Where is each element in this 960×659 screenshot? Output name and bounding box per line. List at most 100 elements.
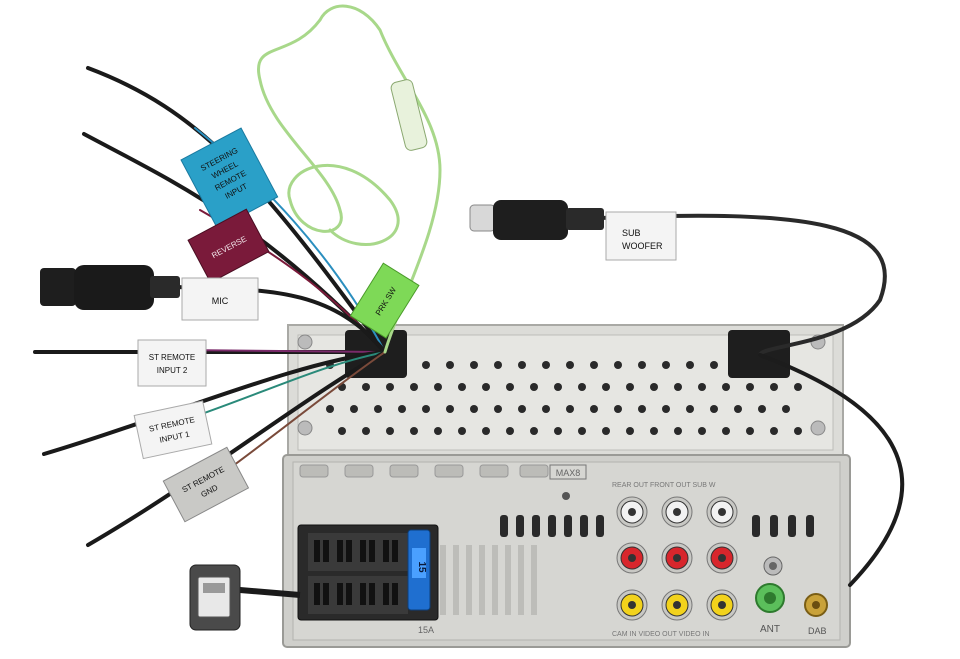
- iso-pin: [392, 583, 398, 605]
- vent-hole: [326, 405, 334, 413]
- vent-hole: [794, 427, 802, 435]
- rca-bottom-marking: CAM IN VIDEO OUT VIDEO IN: [612, 631, 710, 638]
- vent-hole: [482, 427, 490, 435]
- vent-hole: [602, 383, 610, 391]
- ant-label: ANT: [760, 624, 780, 635]
- rca-jack[interactable]: [706, 496, 738, 528]
- mic-label: MIC: [212, 296, 229, 306]
- panel-rib: [479, 545, 485, 615]
- panel-slot: [580, 515, 588, 537]
- panel-rib: [492, 545, 498, 615]
- prk-sw-tag: PRK SW: [349, 262, 420, 339]
- panel-rib: [453, 545, 459, 615]
- vent-hole: [590, 361, 598, 369]
- vent-hole: [602, 427, 610, 435]
- vent-hole: [410, 383, 418, 391]
- rca-jack[interactable]: [616, 542, 648, 574]
- iso-pin: [314, 583, 320, 605]
- vent-hole: [374, 405, 382, 413]
- panel-rib: [518, 545, 524, 615]
- iso-pin: [323, 583, 329, 605]
- vent-hole: [698, 427, 706, 435]
- vent-hole: [698, 383, 706, 391]
- vent-hole: [422, 405, 430, 413]
- usb-cable: [239, 587, 301, 598]
- sub-woofer-label-2: WOOFER: [622, 241, 663, 251]
- rca-jack[interactable]: [706, 542, 738, 574]
- vent-hole: [710, 405, 718, 413]
- vent-hole: [638, 405, 646, 413]
- reverse-tag: REVERSE: [187, 208, 270, 284]
- vent-hole: [662, 361, 670, 369]
- st-remote-gnd-tag: ST REMOTE GND: [162, 446, 250, 523]
- vent-hole: [674, 427, 682, 435]
- vent-hole: [398, 405, 406, 413]
- vent-hole: [770, 427, 778, 435]
- iso-pin: [346, 583, 352, 605]
- rca-jack[interactable]: [661, 542, 693, 574]
- vent-hole: [434, 383, 442, 391]
- panel-slot: [389, 464, 419, 478]
- panel-slot: [344, 464, 374, 478]
- vent-hole: [362, 383, 370, 391]
- reset-hole: [562, 492, 570, 500]
- iso-pin: [360, 583, 366, 605]
- rca-jack[interactable]: [616, 589, 648, 621]
- usb-connector[interactable]: [189, 564, 241, 631]
- fuse-rating: 15A: [418, 625, 434, 635]
- inline-fuse-holder: [390, 79, 428, 151]
- iso-pin: [360, 540, 366, 562]
- vent-hole: [722, 427, 730, 435]
- iso-pin: [314, 540, 320, 562]
- vent-hole: [590, 405, 598, 413]
- rca-jack[interactable]: [706, 589, 738, 621]
- st-remote-input-1-tag: ST REMOTE INPUT 1: [133, 400, 213, 460]
- panel-slot: [788, 515, 796, 537]
- model-marking: MAX8: [556, 468, 581, 478]
- iso-pin: [369, 583, 375, 605]
- rca-jacks: [616, 496, 738, 621]
- dab-connector[interactable]: [804, 593, 828, 617]
- panel-slot: [516, 515, 524, 537]
- st-remote-input-2-tag: ST REMOTE INPUT 2: [137, 339, 207, 387]
- iso-pin: [346, 540, 352, 562]
- rca-jack[interactable]: [616, 496, 648, 528]
- vent-hole: [674, 383, 682, 391]
- vent-hole: [530, 383, 538, 391]
- vent-hole: [614, 361, 622, 369]
- iso-pin: [337, 540, 343, 562]
- vent-hole: [794, 383, 802, 391]
- vent-hole: [710, 361, 718, 369]
- panel-slot: [299, 464, 329, 478]
- vent-hole: [542, 405, 550, 413]
- iso-pin: [337, 583, 343, 605]
- iso-pin: [392, 540, 398, 562]
- vent-hole: [458, 427, 466, 435]
- mic-jack[interactable]: [40, 265, 180, 310]
- model-marking-box: [549, 464, 587, 480]
- vent-hole: [686, 405, 694, 413]
- vent-hole: [494, 361, 502, 369]
- steering-remote-tag: STEERING WHEEL REMOTE INPUT: [180, 127, 279, 230]
- vent-hole: [734, 405, 742, 413]
- vent-hole: [494, 405, 502, 413]
- fuse: 15: [407, 529, 431, 611]
- vent-hole: [434, 427, 442, 435]
- vent-hole: [482, 383, 490, 391]
- iso-pins: [314, 540, 398, 605]
- vent-hole: [782, 405, 790, 413]
- vent-hole: [446, 405, 454, 413]
- vent-hole: [578, 427, 586, 435]
- rca-jack[interactable]: [661, 589, 693, 621]
- vent-hole: [422, 361, 430, 369]
- vent-hole: [746, 427, 754, 435]
- vent-hole: [758, 405, 766, 413]
- subwoofer-rca-plug[interactable]: [469, 200, 604, 240]
- rca-jack[interactable]: [661, 496, 693, 528]
- iso-pin: [323, 540, 329, 562]
- antenna-connector[interactable]: [755, 556, 785, 613]
- panel-slot: [500, 515, 508, 537]
- vent-hole: [470, 361, 478, 369]
- vent-hole: [662, 405, 670, 413]
